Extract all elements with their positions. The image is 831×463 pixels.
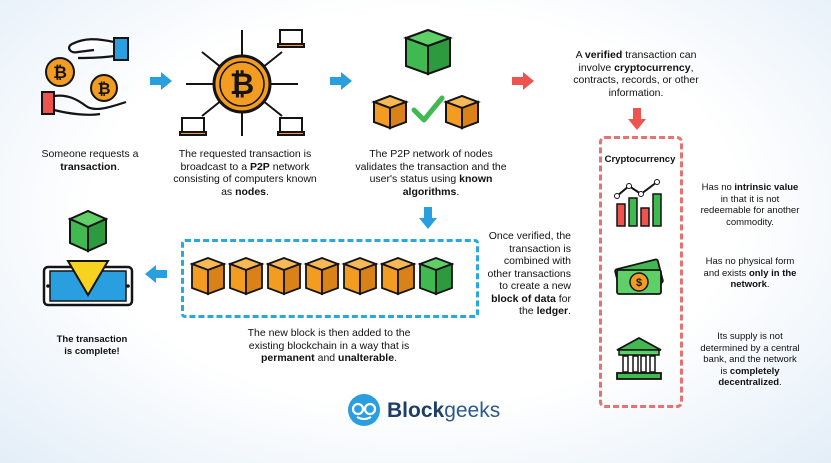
blockchain-cubes bbox=[191, 257, 453, 295]
svg-text:₿: ₿ bbox=[230, 68, 254, 101]
svg-text:₿: ₿ bbox=[53, 63, 67, 82]
step1-text: Someone requests a transaction. bbox=[41, 148, 139, 173]
bitcoin-hands-icon: ₿ ₿ bbox=[41, 37, 129, 116]
blockchain-box bbox=[181, 239, 479, 318]
chart-icon bbox=[614, 179, 662, 227]
money-icon: $ bbox=[614, 258, 664, 295]
brand-name: Blockgeeks bbox=[387, 399, 501, 422]
crypto-item-2-text: Has no physical form and exists only in … bbox=[703, 256, 797, 290]
complete-text: The transaction is complete! bbox=[56, 334, 128, 357]
blue-arrow-right-1 bbox=[150, 72, 172, 90]
crypto-item-1-text: Has no intrinsic value in that it is not… bbox=[700, 182, 800, 228]
chain-text: The new block is then added to the exist… bbox=[247, 327, 411, 364]
blue-arrow-right-2 bbox=[330, 72, 352, 90]
validation-cubes-icon bbox=[371, 28, 481, 130]
svg-text:₿: ₿ bbox=[97, 80, 110, 98]
svg-text:$: $ bbox=[636, 277, 642, 289]
transaction-complete-icon bbox=[42, 209, 134, 307]
red-arrow-right bbox=[512, 72, 534, 90]
p2p-network-icon: ₿ bbox=[179, 29, 305, 136]
blue-arrow-down bbox=[419, 207, 437, 229]
blockgeeks-logo-icon bbox=[348, 394, 380, 426]
crypto-panel-title: Cryptocurrency bbox=[604, 154, 676, 165]
blue-arrow-left bbox=[145, 265, 167, 283]
step3-text: The P2P network of nodes validates the t… bbox=[355, 148, 507, 198]
red-arrow-down bbox=[628, 108, 646, 130]
crypto-item-3-text: Its supply is not determined by a centra… bbox=[700, 331, 800, 388]
step2-text: The requested transaction is broadcast t… bbox=[173, 148, 317, 198]
verified-block-text: Once verified, the transaction is combin… bbox=[487, 230, 571, 317]
step4-text: A verified transaction can involve crypt… bbox=[573, 49, 699, 99]
bank-icon bbox=[616, 336, 662, 380]
cryptocurrency-panel bbox=[599, 136, 683, 408]
